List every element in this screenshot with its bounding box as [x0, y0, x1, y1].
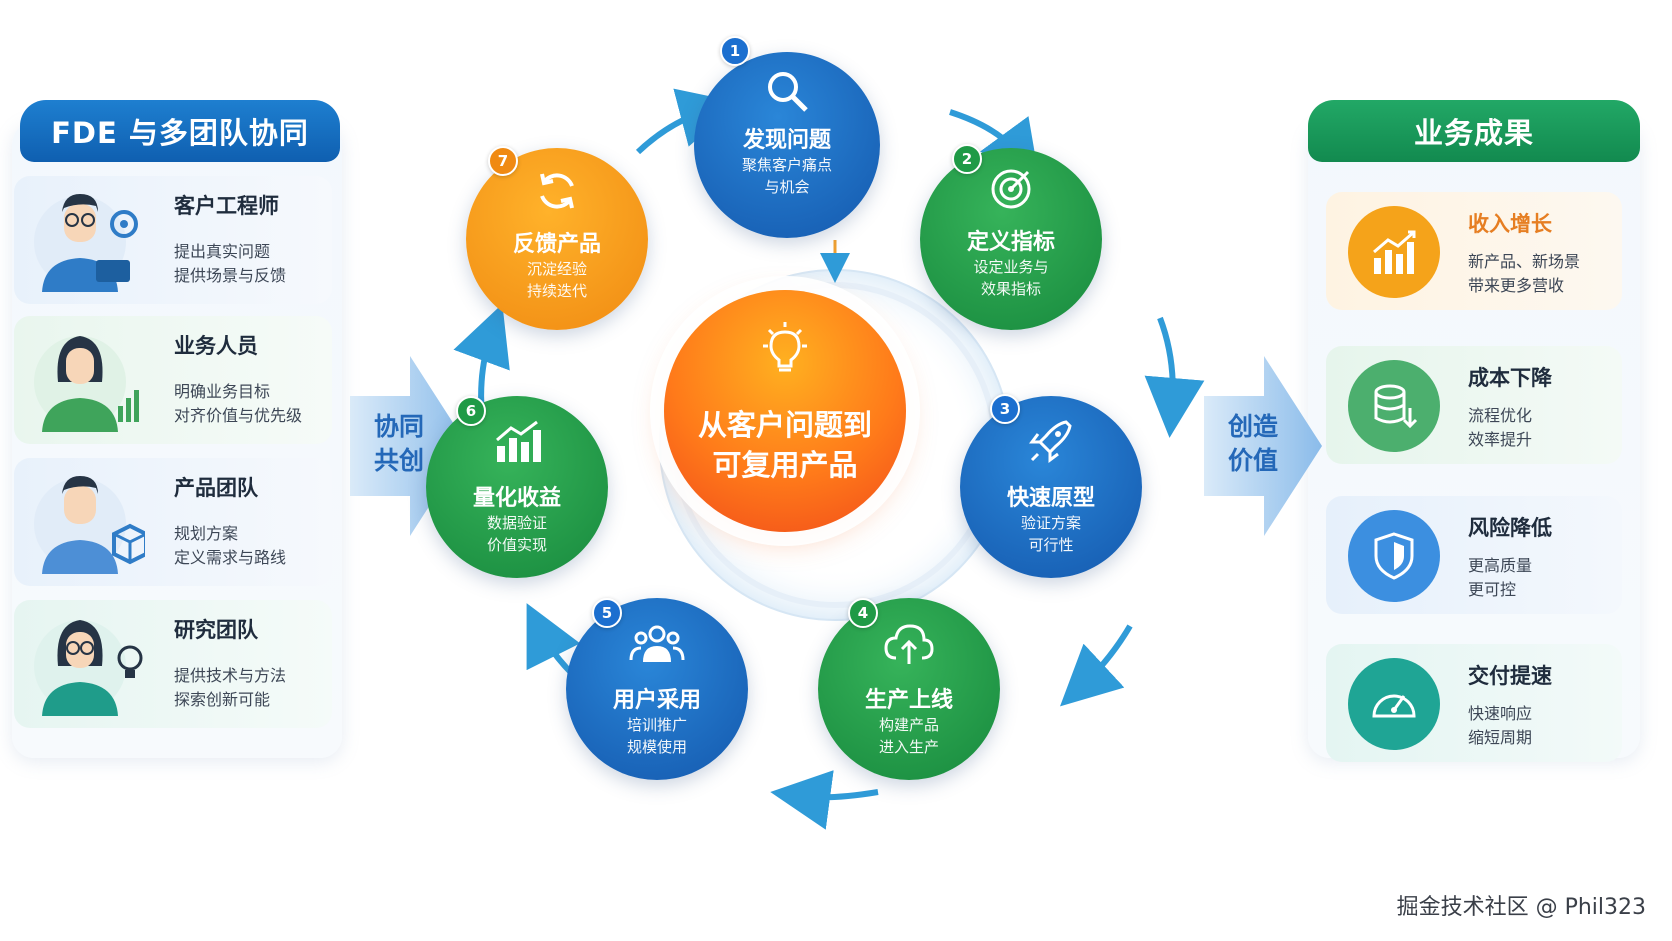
- create-value-arrow: [1204, 356, 1322, 536]
- collaborate-label-line: 共创: [374, 446, 425, 475]
- step-number-6: 6: [456, 396, 486, 426]
- result-line: 效率提升: [1468, 430, 1533, 449]
- team-row-customer-engineer: 客户工程师 提出真实问题 提供场景与反馈: [14, 176, 332, 304]
- result-title: 成本下降: [1468, 366, 1552, 390]
- create-value-label: 创造 价值: [1228, 410, 1278, 478]
- create-value-label-line: 创造: [1228, 412, 1279, 441]
- team-row-title: 研究团队: [174, 618, 258, 642]
- create-value-label-line: 价值: [1228, 446, 1279, 475]
- users-icon: [629, 625, 685, 662]
- revenue-chart-icon: [1348, 206, 1440, 298]
- search-icon: [768, 72, 808, 112]
- shield-icon: [1348, 510, 1440, 602]
- step-desc: 设定业务与: [973, 258, 1049, 276]
- center-hub: 从客户问题到 可复用产品: [664, 290, 906, 532]
- result-line: 快速响应: [1468, 704, 1533, 723]
- step-desc: 与机会: [764, 178, 810, 196]
- result-line: 新产品、新场景: [1468, 252, 1581, 271]
- team-row-line: 定义需求与路线: [174, 548, 287, 567]
- team-row-title: 业务人员: [174, 334, 258, 358]
- step-title: 用户采用: [612, 688, 701, 713]
- team-row-title: 产品团队: [174, 476, 258, 500]
- result-title: 收入增长: [1468, 212, 1552, 236]
- step-node-5: 用户采用 培训推广 规模使用: [566, 598, 748, 780]
- team-row-line: 提供技术与方法: [174, 666, 287, 685]
- step-desc: 沉淀经验: [526, 260, 587, 278]
- step-desc: 可行性: [1028, 536, 1074, 554]
- business-avatar-icon: [34, 336, 139, 432]
- step-desc: 培训推广: [626, 716, 687, 734]
- watermark: 掘金技术社区 @ Phil323: [1396, 895, 1646, 920]
- step-node-3: 快速原型 验证方案 可行性: [960, 396, 1142, 578]
- lightbulb-icon: [763, 322, 807, 372]
- step-title: 快速原型: [1006, 486, 1095, 511]
- step-desc: 效果指标: [980, 280, 1041, 298]
- result-cost: 成本下降 流程优化 效率提升: [1326, 346, 1622, 464]
- result-delivery: 交付提速 快速响应 缩短周期: [1326, 644, 1622, 762]
- result-line: 带来更多营收: [1468, 276, 1565, 295]
- step-desc: 聚焦客户痛点: [741, 156, 832, 174]
- team-row-line: 明确业务目标: [174, 382, 271, 401]
- step-node-1: 发现问题 聚焦客户痛点 与机会: [694, 52, 880, 238]
- team-row-product: 产品团队 规划方案 定义需求与路线: [14, 458, 332, 586]
- step-node-2: 定义指标 设定业务与 效果指标: [920, 148, 1102, 330]
- center-title-line: 可复用产品: [712, 448, 858, 482]
- step-title: 生产上线: [864, 688, 953, 713]
- step-desc: 验证方案: [1020, 514, 1081, 532]
- rocket-icon: [1029, 420, 1072, 463]
- research-avatar-icon: [34, 620, 143, 716]
- step-node-7: 反馈产品 沉淀经验 持续迭代: [466, 148, 648, 330]
- team-row-line: 提供场景与反馈: [174, 266, 287, 285]
- result-title: 交付提速: [1468, 664, 1552, 688]
- team-panel-title: FDE 与多团队协同: [20, 100, 340, 162]
- result-line: 流程优化: [1468, 406, 1533, 425]
- step-desc: 规模使用: [626, 738, 687, 756]
- step-desc: 构建产品: [878, 716, 939, 734]
- product-avatar-icon: [34, 476, 145, 574]
- speedometer-icon: [1348, 658, 1440, 750]
- step-desc: 数据验证: [486, 514, 547, 532]
- step-title: 定义指标: [966, 230, 1055, 255]
- result-panel-title: 业务成果: [1308, 100, 1640, 162]
- engineer-avatar-icon: [34, 194, 138, 292]
- result-revenue: 收入增长 新产品、新场景 带来更多营收: [1326, 192, 1622, 310]
- step-title: 量化收益: [472, 486, 561, 511]
- collaborate-label: 协同 共创: [374, 410, 424, 478]
- result-risk: 风险降低 更高质量 更可控: [1326, 496, 1622, 614]
- step-node-4: 生产上线 构建产品 进入生产: [818, 598, 1000, 780]
- team-row-research: 研究团队 提供技术与方法 探索创新可能: [14, 600, 332, 728]
- database-down-icon: [1348, 360, 1440, 452]
- step-number-5: 5: [592, 598, 622, 628]
- result-line: 缩短周期: [1468, 728, 1533, 747]
- step-title: 反馈产品: [512, 232, 601, 257]
- team-row-line: 对齐价值与优先级: [174, 406, 303, 425]
- refresh-icon: [540, 173, 574, 209]
- target-icon: [991, 169, 1031, 209]
- step-desc: 进入生产: [878, 738, 939, 756]
- step-number-3: 3: [990, 394, 1020, 424]
- cloud-upload-icon: [884, 624, 934, 664]
- team-row-line: 提出真实问题: [174, 242, 271, 261]
- step-number-1: 1: [720, 36, 750, 66]
- result-line: 更可控: [1468, 580, 1517, 599]
- center-title-line: 从客户问题到: [697, 408, 872, 442]
- step-title: 发现问题: [742, 128, 831, 153]
- step-desc: 价值实现: [486, 536, 547, 554]
- team-row-line: 探索创新可能: [174, 690, 271, 709]
- step-number-7: 7: [488, 146, 518, 176]
- step-number-2: 2: [952, 144, 982, 174]
- bar-chart-icon: [496, 420, 541, 462]
- collaborate-label-line: 协同: [374, 412, 425, 441]
- result-title: 风险降低: [1468, 516, 1552, 540]
- step-node-6: 量化收益 数据验证 价值实现: [426, 396, 608, 578]
- team-row-title: 客户工程师: [174, 194, 279, 218]
- team-row-line: 规划方案: [174, 524, 239, 543]
- team-row-business: 业务人员 明确业务目标 对齐价值与优先级: [14, 316, 332, 444]
- step-desc: 持续迭代: [526, 282, 587, 300]
- step-number-4: 4: [848, 598, 878, 628]
- result-line: 更高质量: [1468, 556, 1533, 575]
